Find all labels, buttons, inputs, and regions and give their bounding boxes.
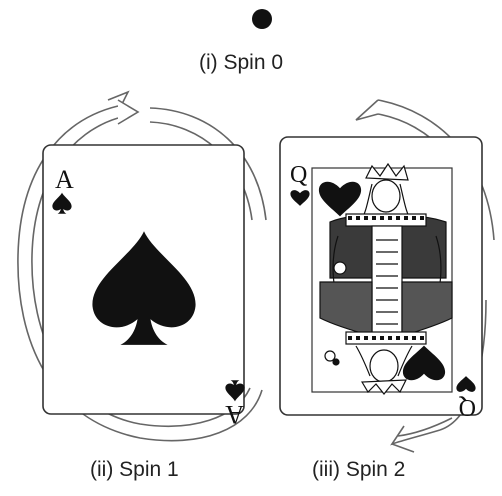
- ace-rank-bottom: A: [225, 400, 244, 429]
- spin0-dot: [252, 9, 272, 29]
- ace-of-spades-card: A A: [43, 145, 245, 429]
- spin1-label: (ii) Spin 1: [90, 458, 179, 482]
- queen-of-hearts-card: Q Q: [280, 137, 482, 420]
- ace-rank-top: A: [55, 165, 74, 194]
- queen-rank-bottom: Q: [459, 394, 476, 420]
- queen-rank-top: Q: [290, 162, 307, 188]
- spin0-label: (i) Spin 0: [199, 51, 283, 75]
- spin2-label: (iii) Spin 2: [312, 458, 405, 482]
